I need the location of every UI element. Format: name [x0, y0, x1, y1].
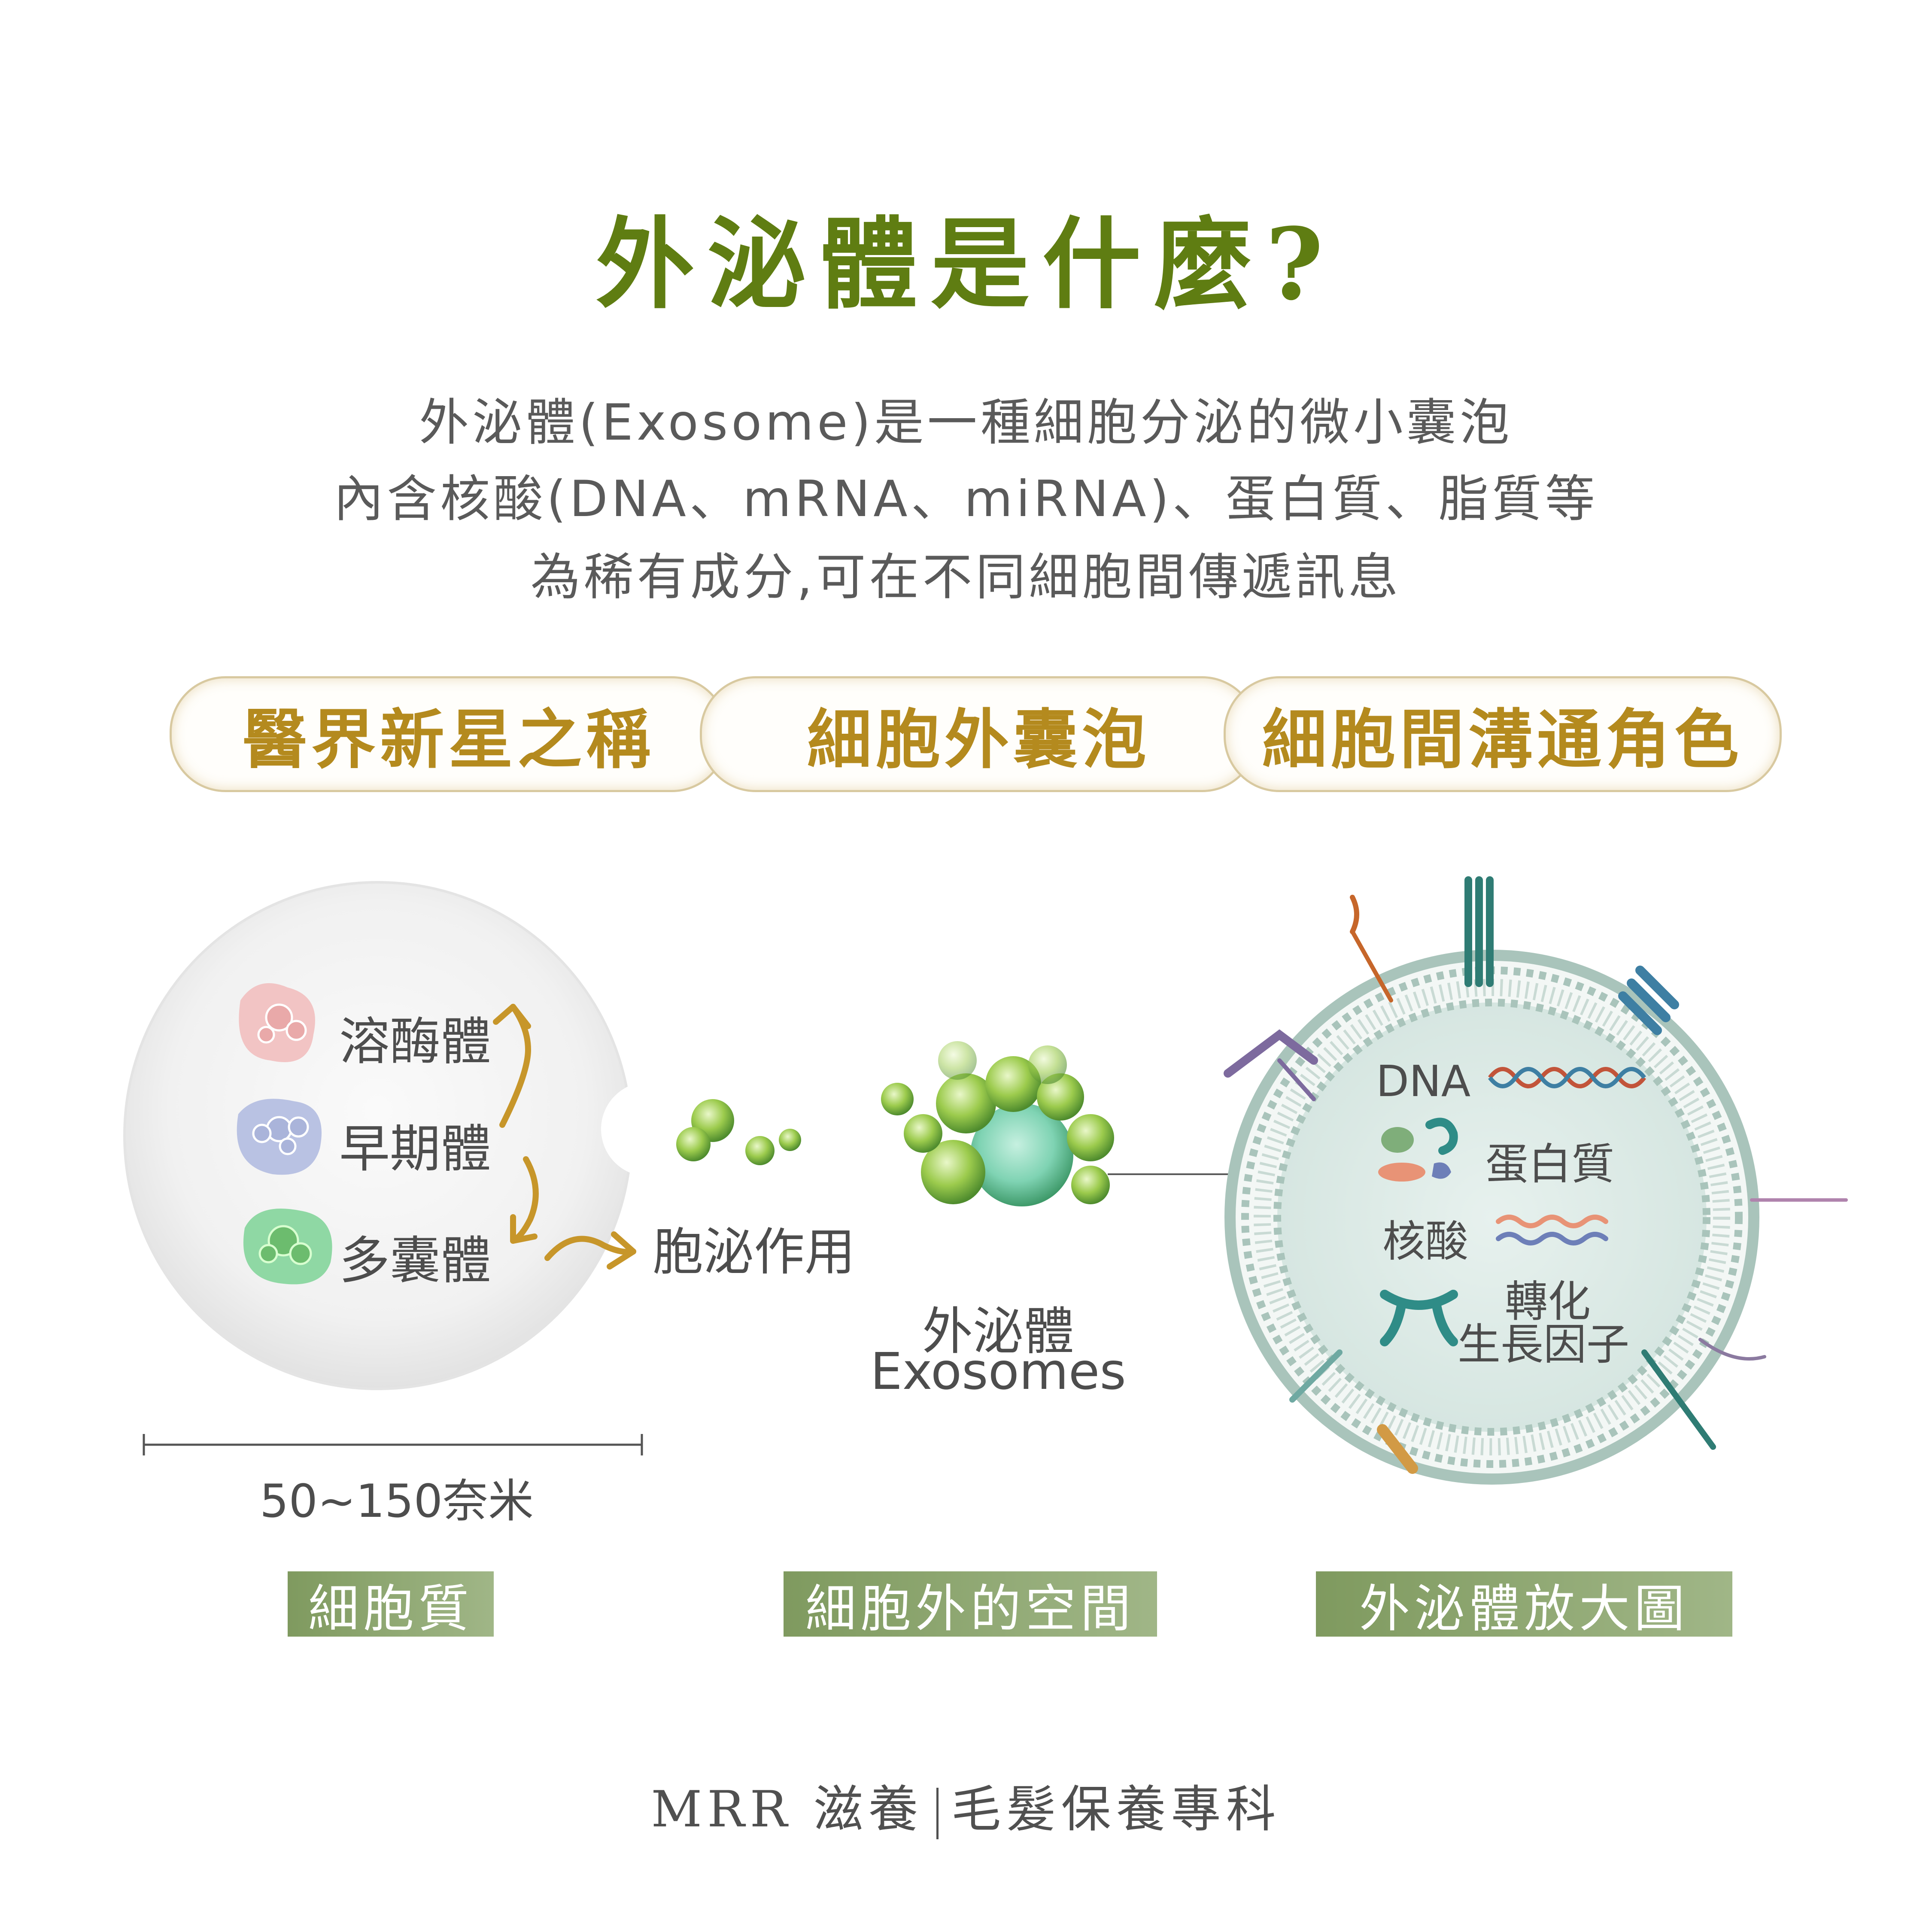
footer-divider: [936, 1787, 939, 1839]
pill-medical-star: 醫界新星之稱: [170, 676, 728, 792]
footer-brand: MRR 滋養毛髮保養專科: [0, 1769, 1932, 1841]
transition-arrows: [493, 1004, 636, 1270]
membrane-proteins: [1224, 876, 1848, 1474]
intro-line-3: 為稀有成分,可在不同細胞間傳遞訊息: [530, 548, 1402, 606]
scale-bar: [143, 1434, 643, 1455]
tag-cytoplasm: 細胞質: [288, 1571, 494, 1638]
released-vesicles-icon: [676, 1099, 801, 1165]
footer-brand-name: MRR 滋養: [651, 1780, 923, 1838]
nucleic-acid-label: 核酸: [1382, 1216, 1468, 1267]
organelle-label-multivesicular-body: 多囊體: [339, 1231, 492, 1290]
early-endosome-icon: [237, 1099, 322, 1175]
intro-line-1: 外泌體(Exosome)是一種細胞分泌的微小囊泡: [419, 394, 1513, 452]
dna-label: DNA: [1376, 1056, 1471, 1106]
organelle-label-lysosome: 溶酶體: [339, 1012, 492, 1071]
exosome-membrane: [1224, 950, 1759, 1485]
protein-label: 蛋白質: [1485, 1139, 1614, 1189]
tag-exosome-zoom: 外泌體放大圖: [1316, 1571, 1732, 1638]
exocytosis-label: 胞泌作用: [653, 1222, 856, 1282]
protein-icon: [1378, 1118, 1458, 1182]
nucleic-acid-icon: [1496, 1215, 1608, 1245]
organelle-label-early-endosome: 早期體: [339, 1119, 492, 1179]
multivesicular-body-icon: [243, 1209, 332, 1285]
exosome-cluster-icon: [881, 1041, 1114, 1206]
intro-line-2: 內含核酸(DNA、mRNA、miRNA)、蛋白質、脂質等: [334, 470, 1598, 528]
dna-helix-icon: [1488, 1067, 1646, 1088]
footer-tagline: 毛髮保養專科: [951, 1780, 1281, 1838]
lysosome-icon: [239, 983, 315, 1062]
scale-label: 50~150奈米: [260, 1475, 534, 1528]
pill-cell-communication: 細胞間溝通角色: [1224, 676, 1782, 792]
growth-factor-label-line2: 生長因子: [1458, 1319, 1629, 1370]
exosome-label-zh: 外泌體: [922, 1302, 1074, 1361]
growth-factor-label-line1: 轉化: [1505, 1276, 1591, 1327]
exosome-label-en: Exosomes: [870, 1342, 1126, 1401]
page-title: 外泌體是什麼?: [595, 207, 1337, 322]
growth-factor-icon: [1380, 1290, 1458, 1346]
tag-extracellular-space: 細胞外的空間: [784, 1571, 1157, 1638]
